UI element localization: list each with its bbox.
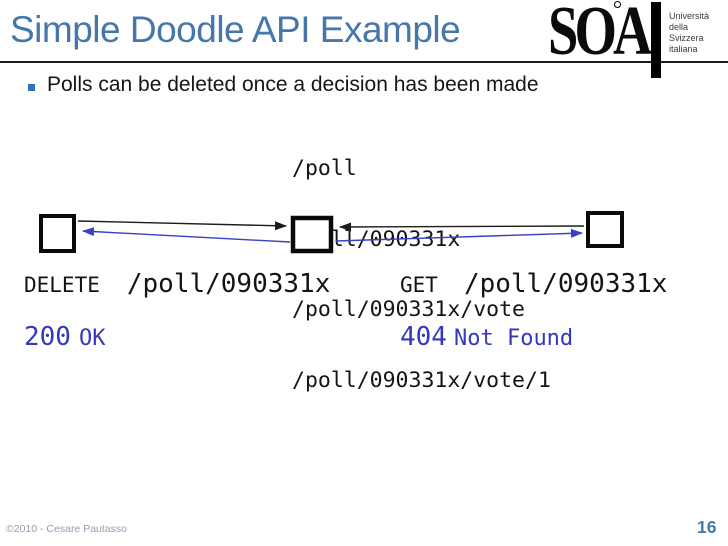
- soa-logo-bar: [651, 2, 661, 78]
- request-path-right: /poll/090331x: [463, 269, 668, 299]
- footer-copyright: ©2010 - Cesare Pautasso: [6, 523, 127, 535]
- title-underline: [0, 61, 728, 63]
- soa-logo-text: SOA: [548, 0, 652, 70]
- bullet-text: Polls can be deleted once a decision has…: [47, 73, 539, 96]
- response-arrow-left: [82, 227, 291, 243]
- university-name: Università della Svizzera italiana: [669, 11, 709, 55]
- response-line-left: 200 OK: [24, 322, 105, 355]
- response-code-right: 404: [400, 322, 447, 352]
- request-arrow-right: [339, 222, 585, 232]
- response-text-right: Not Found: [453, 326, 574, 351]
- right-client-box: [586, 211, 624, 248]
- code-line: /poll/090331x/vote/1: [292, 367, 551, 393]
- request-arrow-left: [77, 220, 287, 231]
- response-text-left: OK: [78, 326, 106, 351]
- university-name-line: della: [669, 22, 689, 32]
- server-box: [290, 215, 334, 254]
- code-line: /poll: [292, 156, 357, 181]
- request-line-left: DELETE/poll/090331x: [24, 269, 330, 302]
- page-title: Simple Doodle API Example: [10, 9, 461, 50]
- soa-logo-ring-icon: [614, 1, 621, 8]
- university-name-line: Svizzera: [669, 33, 704, 43]
- code-line: /poll/090331x/vote: [292, 297, 525, 322]
- university-name-line: italiana: [669, 44, 698, 54]
- response-code-left: 200: [24, 322, 71, 352]
- request-method-right: GET: [400, 273, 438, 297]
- page-number: 16: [697, 517, 717, 537]
- bullet-square-icon: [28, 84, 35, 91]
- left-client-box: [39, 214, 76, 253]
- university-name-line: Università: [669, 11, 710, 21]
- request-method-left: DELETE: [24, 273, 100, 297]
- request-line-right: GET/poll/090331x: [400, 269, 667, 302]
- request-path-left: /poll/090331x: [126, 269, 331, 299]
- response-arrow-right: [335, 228, 583, 242]
